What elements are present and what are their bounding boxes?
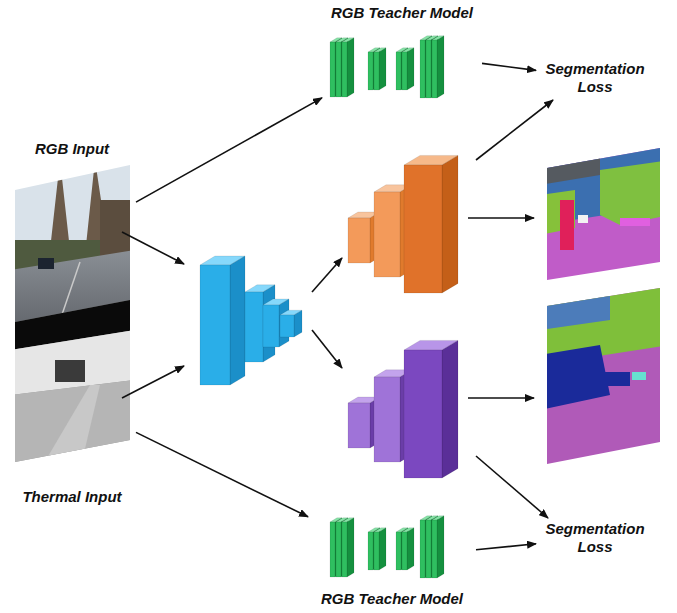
block-label: RGB Teacher Model bbox=[331, 4, 473, 22]
block-label: RGB Input bbox=[35, 140, 109, 158]
layer-block bbox=[342, 518, 354, 577]
layer-block bbox=[336, 518, 348, 577]
labelled-block: Thermal Input bbox=[8, 296, 136, 506]
layer-block bbox=[404, 340, 458, 478]
arrow-connector bbox=[482, 63, 536, 70]
segmentation-output bbox=[540, 140, 670, 290]
layer-block bbox=[426, 36, 438, 98]
labelled-block: Segmentation Loss bbox=[536, 58, 654, 98]
flow-arrows bbox=[122, 100, 553, 518]
layer-block bbox=[330, 518, 342, 577]
layer-block bbox=[402, 48, 414, 90]
layer-block bbox=[420, 36, 432, 98]
layer-block bbox=[432, 36, 444, 98]
layer-block bbox=[374, 48, 386, 90]
labelled-block: RGB Input bbox=[8, 140, 136, 336]
layer-block bbox=[368, 528, 380, 570]
labelled-block: Segmentation Loss bbox=[536, 518, 654, 558]
block-label: RGB Teacher Model bbox=[321, 590, 463, 608]
layer-block bbox=[426, 516, 438, 578]
layer-block bbox=[396, 48, 408, 90]
block-label: Segmentation Loss bbox=[536, 60, 654, 96]
layer-block bbox=[368, 48, 380, 90]
layer-block bbox=[342, 38, 354, 97]
block-label: Thermal Input bbox=[22, 488, 121, 506]
layer-block bbox=[330, 38, 342, 97]
block-label: Segmentation Loss bbox=[536, 520, 654, 556]
thermal-image bbox=[10, 295, 135, 470]
layer-block bbox=[396, 528, 408, 570]
layer-block bbox=[420, 516, 432, 578]
layer-block bbox=[280, 310, 302, 337]
layer-block bbox=[200, 256, 245, 385]
arrow-connector bbox=[136, 98, 322, 202]
labelled-block: RGB Teacher Model bbox=[322, 4, 482, 102]
layer-block bbox=[374, 528, 386, 570]
layer-block bbox=[404, 155, 458, 293]
layer-block bbox=[336, 38, 348, 97]
labelled-block: RGB Teacher Model bbox=[308, 508, 476, 608]
network-blocks bbox=[200, 36, 458, 578]
arrow-connector bbox=[476, 544, 536, 550]
layer-block bbox=[432, 516, 444, 578]
layer-block bbox=[402, 528, 414, 570]
segmentation-output bbox=[540, 280, 670, 470]
arrow-connector bbox=[136, 432, 308, 516]
